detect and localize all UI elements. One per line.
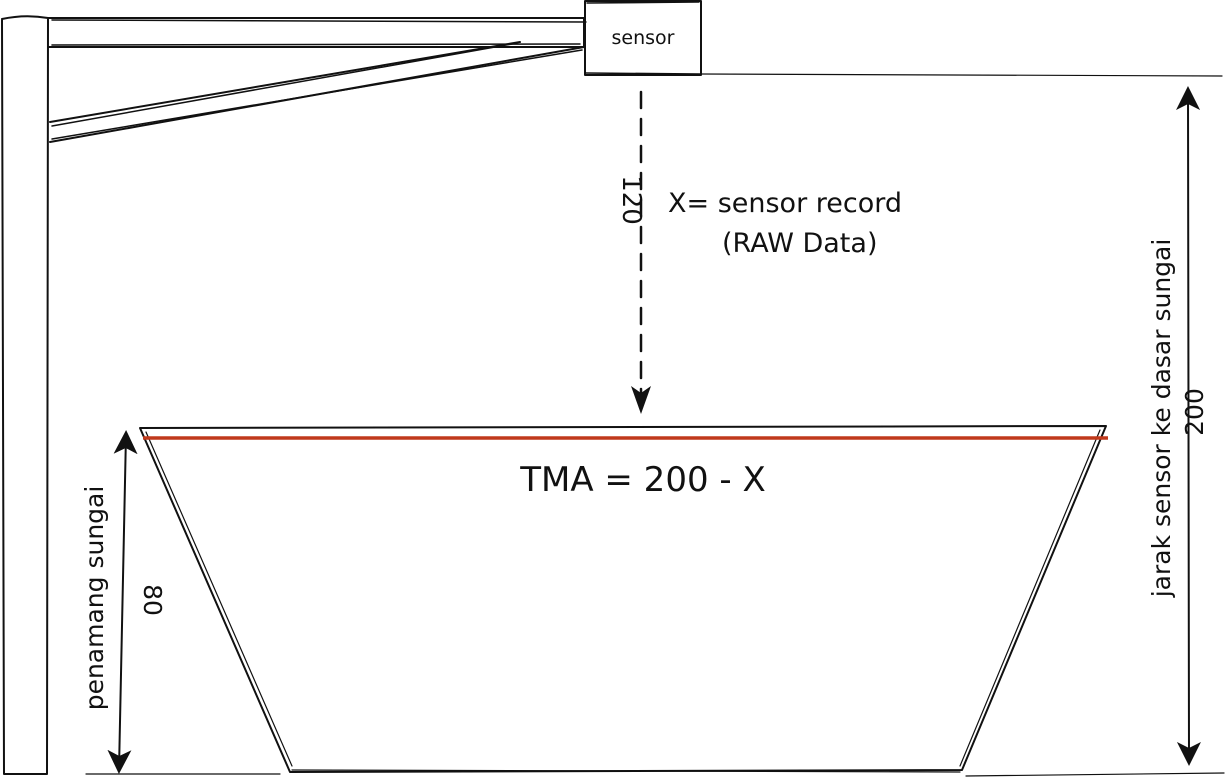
sensor-to-bed-arrow [1176, 86, 1201, 766]
cross-section-label: penamang sungai [80, 486, 109, 711]
sensor-box: sensor [584, 0, 702, 76]
support-pole [1, 15, 49, 775]
sensor-to-bed-value: 200 [1180, 388, 1209, 436]
tma-formula: TMA = 200 - X [519, 460, 766, 500]
arm-brace [49, 41, 585, 143]
sensor-to-water-value: 120 [616, 175, 646, 225]
reference-lines [85, 73, 1225, 777]
sensor-arm [47, 17, 587, 48]
sensor-to-water-arrow [631, 90, 651, 414]
river-cross-section [139, 425, 1107, 773]
cross-section-depth-arrow [107, 430, 138, 774]
raw-data-line1: X= sensor record [668, 188, 902, 219]
raw-data-line2: (RAW Data) [722, 228, 877, 259]
sensor-to-bed-label: jarak sensor ke dasar sungai [1147, 239, 1176, 599]
cross-section-value: 80 [138, 584, 167, 616]
sensor-label: sensor [612, 27, 675, 49]
